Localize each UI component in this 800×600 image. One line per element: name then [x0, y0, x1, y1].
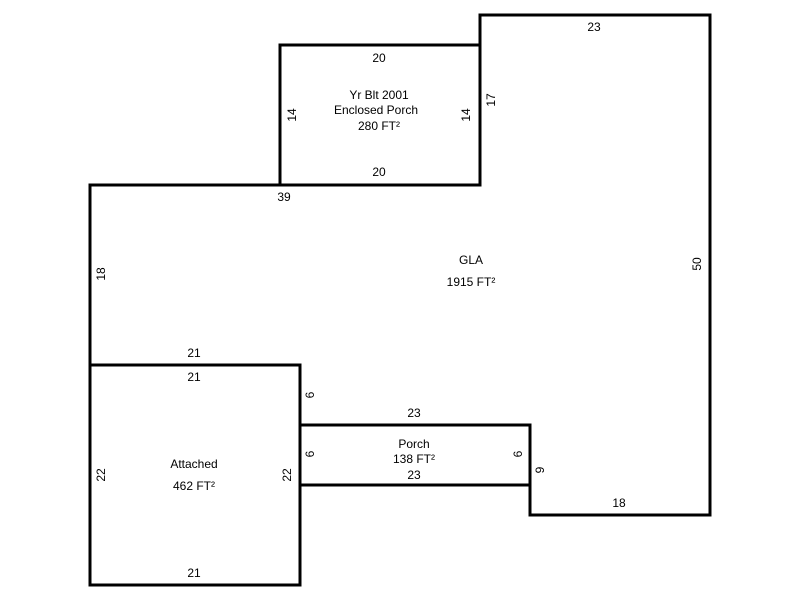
gla-area: 1915 FT²: [447, 275, 496, 289]
dimension-label: 6: [303, 450, 317, 457]
dimension-label: 20: [372, 165, 386, 179]
dimension-label: 18: [94, 267, 108, 281]
walls: [88, 13, 712, 587]
dimension-label: 6: [511, 450, 525, 457]
enclosed-porch-area: 280 FT²: [358, 119, 400, 133]
attached-area: 462 FT²: [173, 479, 215, 493]
dimension-labels: 20 20 14 14 17 39 23 50 18 21 6 23 9 18 …: [94, 20, 704, 580]
dimension-label: 23: [407, 406, 421, 420]
dimension-label: 14: [285, 108, 299, 122]
dimension-label: 22: [280, 468, 294, 482]
dimension-label: 39: [277, 190, 291, 204]
gla-name: GLA: [459, 253, 483, 267]
dimension-label: 21: [187, 566, 201, 580]
area-labels: Yr Blt 2001 Enclosed Porch 280 FT² GLA 1…: [170, 88, 495, 493]
dimension-label: 18: [612, 496, 626, 510]
dimension-label: 21: [187, 346, 201, 360]
enclosed-porch-name: Enclosed Porch: [334, 103, 418, 117]
dimension-label: 14: [459, 108, 473, 122]
dimension-label: 50: [690, 257, 704, 271]
dimension-label: 21: [187, 370, 201, 384]
dimension-label: 23: [587, 20, 601, 34]
dimension-label: 22: [94, 468, 108, 482]
dimension-label: 9: [533, 466, 547, 473]
attached-name: Attached: [170, 457, 217, 471]
dimension-label: 23: [407, 468, 421, 482]
enclosed-porch-year: Yr Blt 2001: [349, 88, 409, 102]
dimension-label: 20: [372, 51, 386, 65]
dimension-label: 6: [303, 391, 317, 398]
dimension-label: 17: [484, 93, 498, 107]
porch-name: Porch: [398, 437, 429, 451]
porch-area: 138 FT²: [393, 452, 435, 466]
